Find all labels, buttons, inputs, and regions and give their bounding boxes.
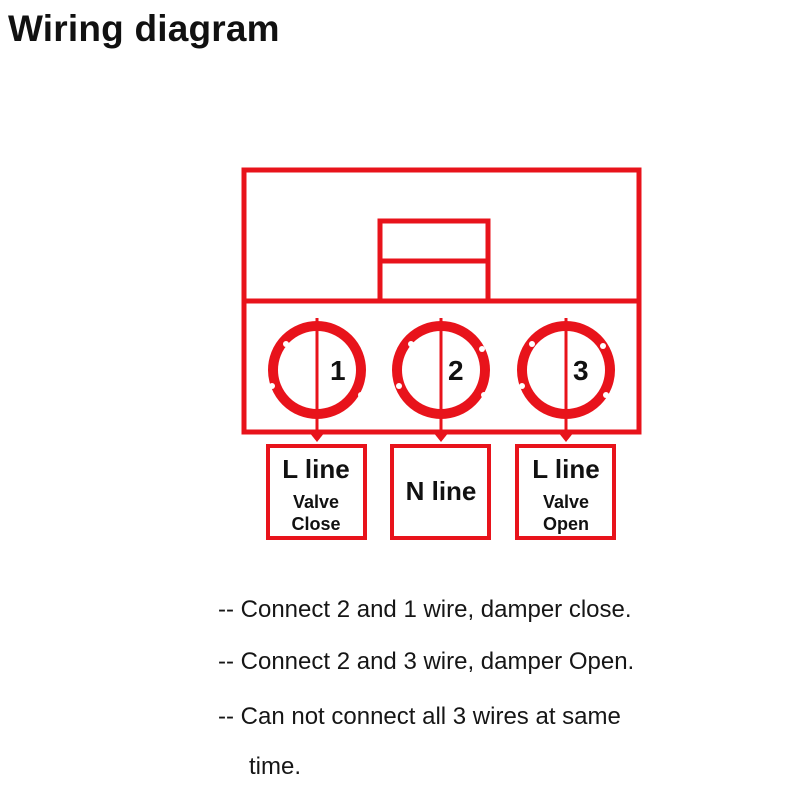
terminal-2-screw-dot [481, 392, 487, 398]
terminal-2-screw-dot [479, 346, 485, 352]
terminal-3-screw-dot [529, 341, 535, 347]
label-box-1-sub2: Close [291, 514, 340, 534]
label-box-3-line: L line [532, 454, 599, 484]
terminal-1-arrow [309, 432, 325, 442]
terminal-1-number: 1 [330, 355, 346, 386]
terminal-2-number: 2 [448, 355, 464, 386]
label-box-3-sub1: Valve [543, 492, 589, 512]
terminal-1-screw-dot [358, 392, 364, 398]
terminal-3-arrow [558, 432, 574, 442]
terminal-2-screw-dot [408, 341, 414, 347]
label-box-1-sub1: Valve [293, 492, 339, 512]
terminal-3-screw-dot [603, 392, 609, 398]
note-warning-continued: time. [249, 753, 302, 780]
terminal-1-screw-dot [269, 383, 275, 389]
label-box-3: L line Valve Open [515, 444, 616, 540]
terminal-3-screw-dot [600, 343, 606, 349]
label-box-1-line: L line [282, 454, 349, 484]
note-connect-2-and-3: -- Connect 2 and 3 wire, damper Open. [218, 648, 635, 675]
label-box-1: L line Valve Close [266, 444, 367, 540]
label-box-2-outline [390, 444, 491, 540]
label-box-3-outline [515, 444, 616, 540]
label-box-3-sub2: Open [543, 514, 589, 534]
note-warning: -- Can not connect all 3 wires at same [218, 703, 621, 730]
terminal-2-arrow [433, 432, 449, 442]
note-connect-2-and-1: -- Connect 2 and 1 wire, damper close. [218, 596, 632, 623]
terminal-3-number: 3 [573, 355, 589, 386]
terminal-3: 3 [517, 318, 615, 442]
label-box-2-line: N line [406, 476, 477, 506]
terminal-2: 2 [392, 318, 490, 442]
terminal-1-screw-dot [283, 341, 289, 347]
terminal-2-screw-dot [396, 383, 402, 389]
terminal-3-screw-dot [519, 383, 525, 389]
terminal-1: 1 [268, 318, 366, 442]
label-box-2: N line [390, 444, 491, 540]
label-box-1-outline [266, 444, 367, 540]
page-title: Wiring diagram [8, 8, 280, 49]
